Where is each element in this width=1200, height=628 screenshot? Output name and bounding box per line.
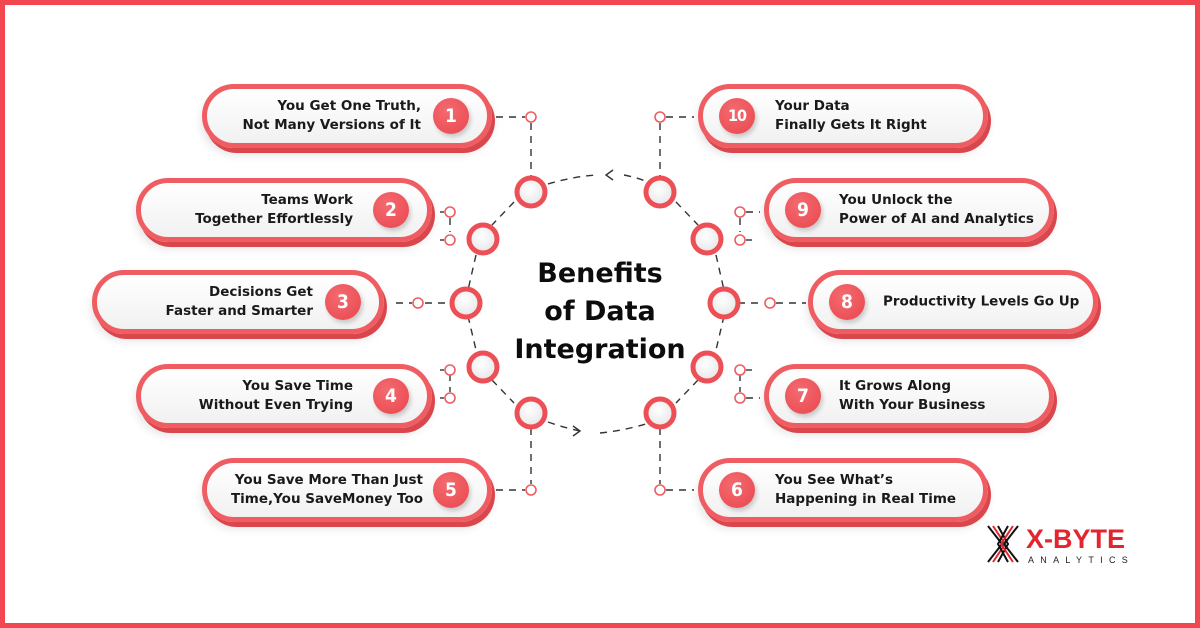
arrow-icon (572, 169, 614, 437)
benefit-text: Your Data Finally Gets It Right (775, 97, 927, 135)
benefit-line-1: It Grows Along (839, 378, 952, 394)
diagram-title: Benefits of Data Integration (500, 255, 700, 369)
benefit-line-2: Power of AI and Analytics (839, 211, 1034, 227)
benefit-line-1: Teams Work (261, 192, 353, 208)
benefit-card-2: Teams Work Together Effortlessly 2 (136, 178, 432, 242)
title-line-1: Benefits (537, 258, 663, 289)
number-badge: 4 (373, 378, 409, 414)
benefit-line-1: You Get One Truth, (277, 98, 421, 114)
benefit-line-2: With Your Business (839, 397, 986, 413)
number-badge: 9 (785, 192, 821, 228)
x-byte-logo: X-BYTE ANALYTICS (986, 522, 1146, 568)
benefit-card-1: You Get One Truth, Not Many Versions of … (202, 84, 492, 148)
benefit-line-2: Faster and Smarter (165, 303, 313, 319)
benefit-line-2: Happening in Real Time (775, 491, 957, 507)
number-badge: 1 (433, 98, 469, 134)
benefit-text: You Save Time Without Even Trying (199, 377, 353, 415)
benefit-line-1: You Save More Than Just (234, 472, 423, 488)
logo-brand-name: X-BYTE (1026, 524, 1126, 554)
benefit-text: You See What’s Happening in Real Time (775, 471, 956, 509)
benefit-card-5: You Save More Than Just Time,You SaveMon… (202, 458, 492, 522)
benefit-line-2: Together Effortlessly (195, 211, 353, 227)
benefit-text: You Save More Than Just Time,You SaveMon… (231, 471, 423, 509)
benefit-line-2: Finally Gets It Right (775, 117, 927, 133)
benefit-card-8: 8 Productivity Levels Go Up (808, 270, 1098, 334)
number-badge: 8 (829, 284, 865, 320)
benefit-line-1: Your Data (775, 98, 850, 114)
benefit-text: Decisions Get Faster and Smarter (166, 283, 313, 321)
benefit-text: You Unlock the Power of AI and Analytics (839, 191, 1034, 229)
number-badge: 7 (785, 378, 821, 414)
benefit-text: Teams Work Together Effortlessly (195, 191, 353, 229)
benefit-text: You Get One Truth, Not Many Versions of … (242, 97, 421, 135)
benefit-line-1: You Save Time (242, 378, 353, 394)
benefit-card-10: 10 Your Data Finally Gets It Right (698, 84, 988, 148)
number-badge: 6 (719, 472, 755, 508)
benefit-line-1: Productivity Levels Go Up (883, 293, 1080, 310)
x-byte-logo-icon (987, 525, 1019, 563)
benefit-line-1: Decisions Get (209, 284, 313, 300)
benefit-text: Productivity Levels Go Up (883, 293, 1079, 312)
number-badge: 2 (373, 192, 409, 228)
title-line-2: of Data (544, 296, 656, 327)
benefit-line-2: Without Even Trying (198, 397, 353, 413)
benefit-card-9: 9 You Unlock the Power of AI and Analyti… (764, 178, 1054, 242)
title-line-3: Integration (514, 334, 686, 365)
logo-tagline: ANALYTICS (1028, 555, 1135, 565)
benefit-card-6: 6 You See What’s Happening in Real Time (698, 458, 988, 522)
benefit-card-3: Decisions Get Faster and Smarter 3 (92, 270, 384, 334)
benefit-line-1: You Unlock the (839, 192, 953, 208)
benefit-text: It Grows Along With Your Business (839, 377, 985, 415)
number-badge: 10 (719, 98, 755, 134)
number-badge: 3 (325, 284, 361, 320)
benefit-line-2: Time,You SaveMoney Too (230, 491, 423, 507)
benefit-card-7: 7 It Grows Along With Your Business (764, 364, 1054, 428)
benefit-line-2: Not Many Versions of It (242, 117, 421, 133)
number-badge: 5 (433, 472, 469, 508)
benefit-line-1: You See What’s (775, 472, 894, 488)
benefit-card-4: You Save Time Without Even Trying 4 (136, 364, 432, 428)
